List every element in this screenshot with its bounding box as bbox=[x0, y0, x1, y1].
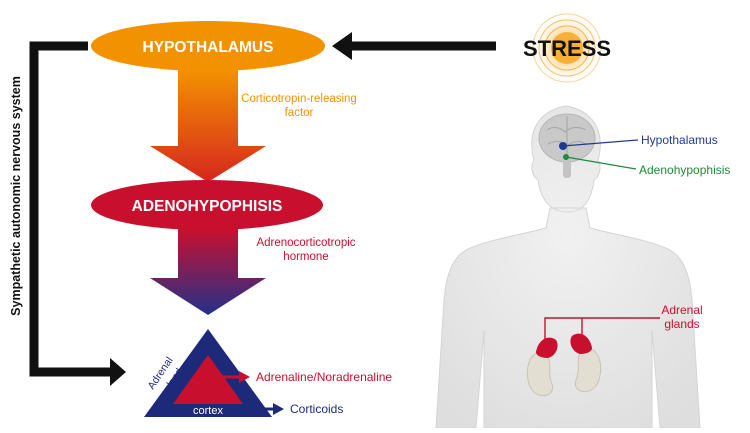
left-kidney bbox=[526, 337, 558, 397]
hypothalamus-title: HYPOTHALAMUS bbox=[143, 39, 274, 56]
adenohypophisis-pointer bbox=[563, 154, 637, 170]
right-adrenal-gland bbox=[570, 333, 592, 354]
corticoids-label: Corticoids bbox=[290, 402, 343, 416]
cortex-label: cortex bbox=[193, 405, 223, 417]
adrenal-medulla bbox=[173, 355, 243, 404]
acth-label-line1: Adrenocorticotropic bbox=[256, 237, 355, 249]
acth-label-line2: hormone bbox=[283, 251, 328, 263]
body-hypothalamus-label: Hypothalamus bbox=[641, 133, 718, 147]
crf-label-line1: Corticotropin-releasing bbox=[241, 93, 357, 105]
left-adrenal-gland bbox=[536, 337, 558, 358]
adrenaline-arrow bbox=[222, 371, 250, 383]
adrenal-gland-triangle bbox=[144, 329, 272, 417]
stress-label: STRESS bbox=[523, 36, 611, 61]
sympathetic-pathway-arrow bbox=[29, 41, 126, 386]
body-adenohypophisis-label: Adenohypophisis bbox=[639, 163, 730, 177]
crf-label-line2: factor bbox=[285, 107, 314, 119]
adenohypophisis-node: ADENOHYPOPHISIS bbox=[91, 180, 323, 230]
sympathetic-label: Sympathetic autonomic nervous system bbox=[9, 76, 23, 316]
crf-arrow bbox=[150, 70, 266, 182]
stress-badge: STRESS bbox=[523, 12, 611, 84]
hypothalamus-pointer bbox=[559, 139, 639, 150]
human-body-illustration bbox=[435, 105, 701, 429]
adenohypophisis-title: ADENOHYPOPHISIS bbox=[132, 198, 283, 215]
hypothalamus-node: HYPOTHALAMUS bbox=[91, 21, 325, 71]
body-adrenal-label-line1: Adrenal bbox=[661, 303, 702, 317]
corticoids-arrow bbox=[256, 403, 284, 415]
adrenal-glands-pointer bbox=[544, 317, 660, 348]
body-adrenal-label-line2: glands bbox=[664, 317, 699, 331]
acth-arrow bbox=[150, 229, 266, 315]
stress-arrow bbox=[332, 32, 496, 60]
right-kidney bbox=[570, 333, 602, 393]
adrenaline-label: Adrenaline/Noradrenaline bbox=[256, 370, 392, 384]
